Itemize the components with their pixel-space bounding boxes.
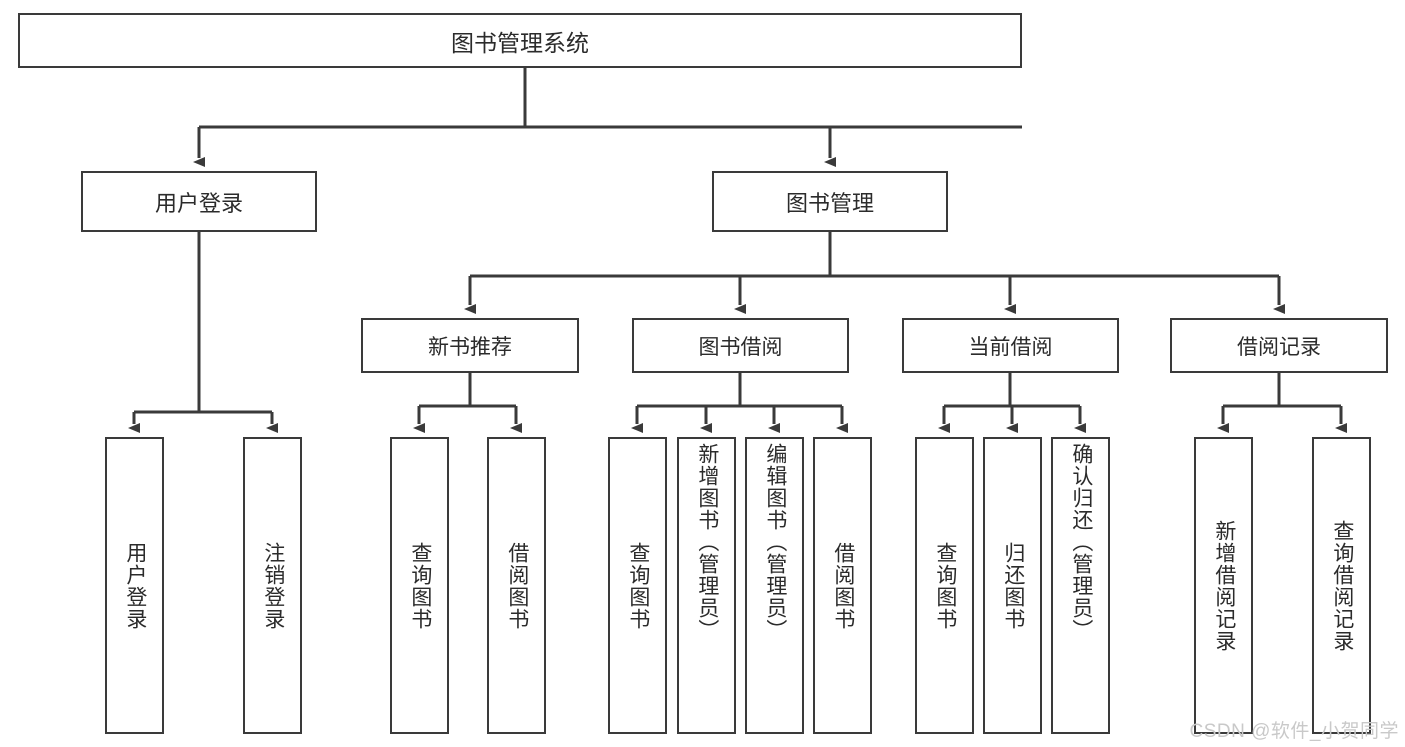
level2-node-1[interactable]: 图书管理 bbox=[712, 171, 948, 232]
leaf-node-7[interactable]: 借阅图书 bbox=[813, 437, 872, 734]
leaf-node-8[interactable]: 查询图书 bbox=[915, 437, 974, 734]
leaf-node-12[interactable]: 查询借阅记录 bbox=[1312, 437, 1371, 734]
leaf-node-4[interactable]: 查询图书 bbox=[608, 437, 667, 734]
leaf-node-6[interactable]: 编辑图书（管理员） bbox=[745, 437, 804, 734]
leaf-node-1[interactable]: 注销登录 bbox=[243, 437, 302, 734]
root-node[interactable]: 图书管理系统 bbox=[18, 13, 1022, 68]
level2-node-0[interactable]: 用户登录 bbox=[81, 171, 317, 232]
leaf-node-9[interactable]: 归还图书 bbox=[983, 437, 1042, 734]
leaf-node-3[interactable]: 借阅图书 bbox=[487, 437, 546, 734]
level3-node-3[interactable]: 借阅记录 bbox=[1170, 318, 1388, 373]
level3-node-1[interactable]: 图书借阅 bbox=[632, 318, 849, 373]
leaf-node-10[interactable]: 确认归还（管理员） bbox=[1051, 437, 1110, 734]
csdn-watermark: CSDN @软件_小贺同学 bbox=[1189, 721, 1399, 742]
level3-node-0[interactable]: 新书推荐 bbox=[361, 318, 579, 373]
level3-node-2[interactable]: 当前借阅 bbox=[902, 318, 1119, 373]
leaf-node-0[interactable]: 用户登录 bbox=[105, 437, 164, 734]
leaf-node-2[interactable]: 查询图书 bbox=[390, 437, 449, 734]
leaf-node-5[interactable]: 新增图书（管理员） bbox=[677, 437, 736, 734]
leaf-node-11[interactable]: 新增借阅记录 bbox=[1194, 437, 1253, 734]
